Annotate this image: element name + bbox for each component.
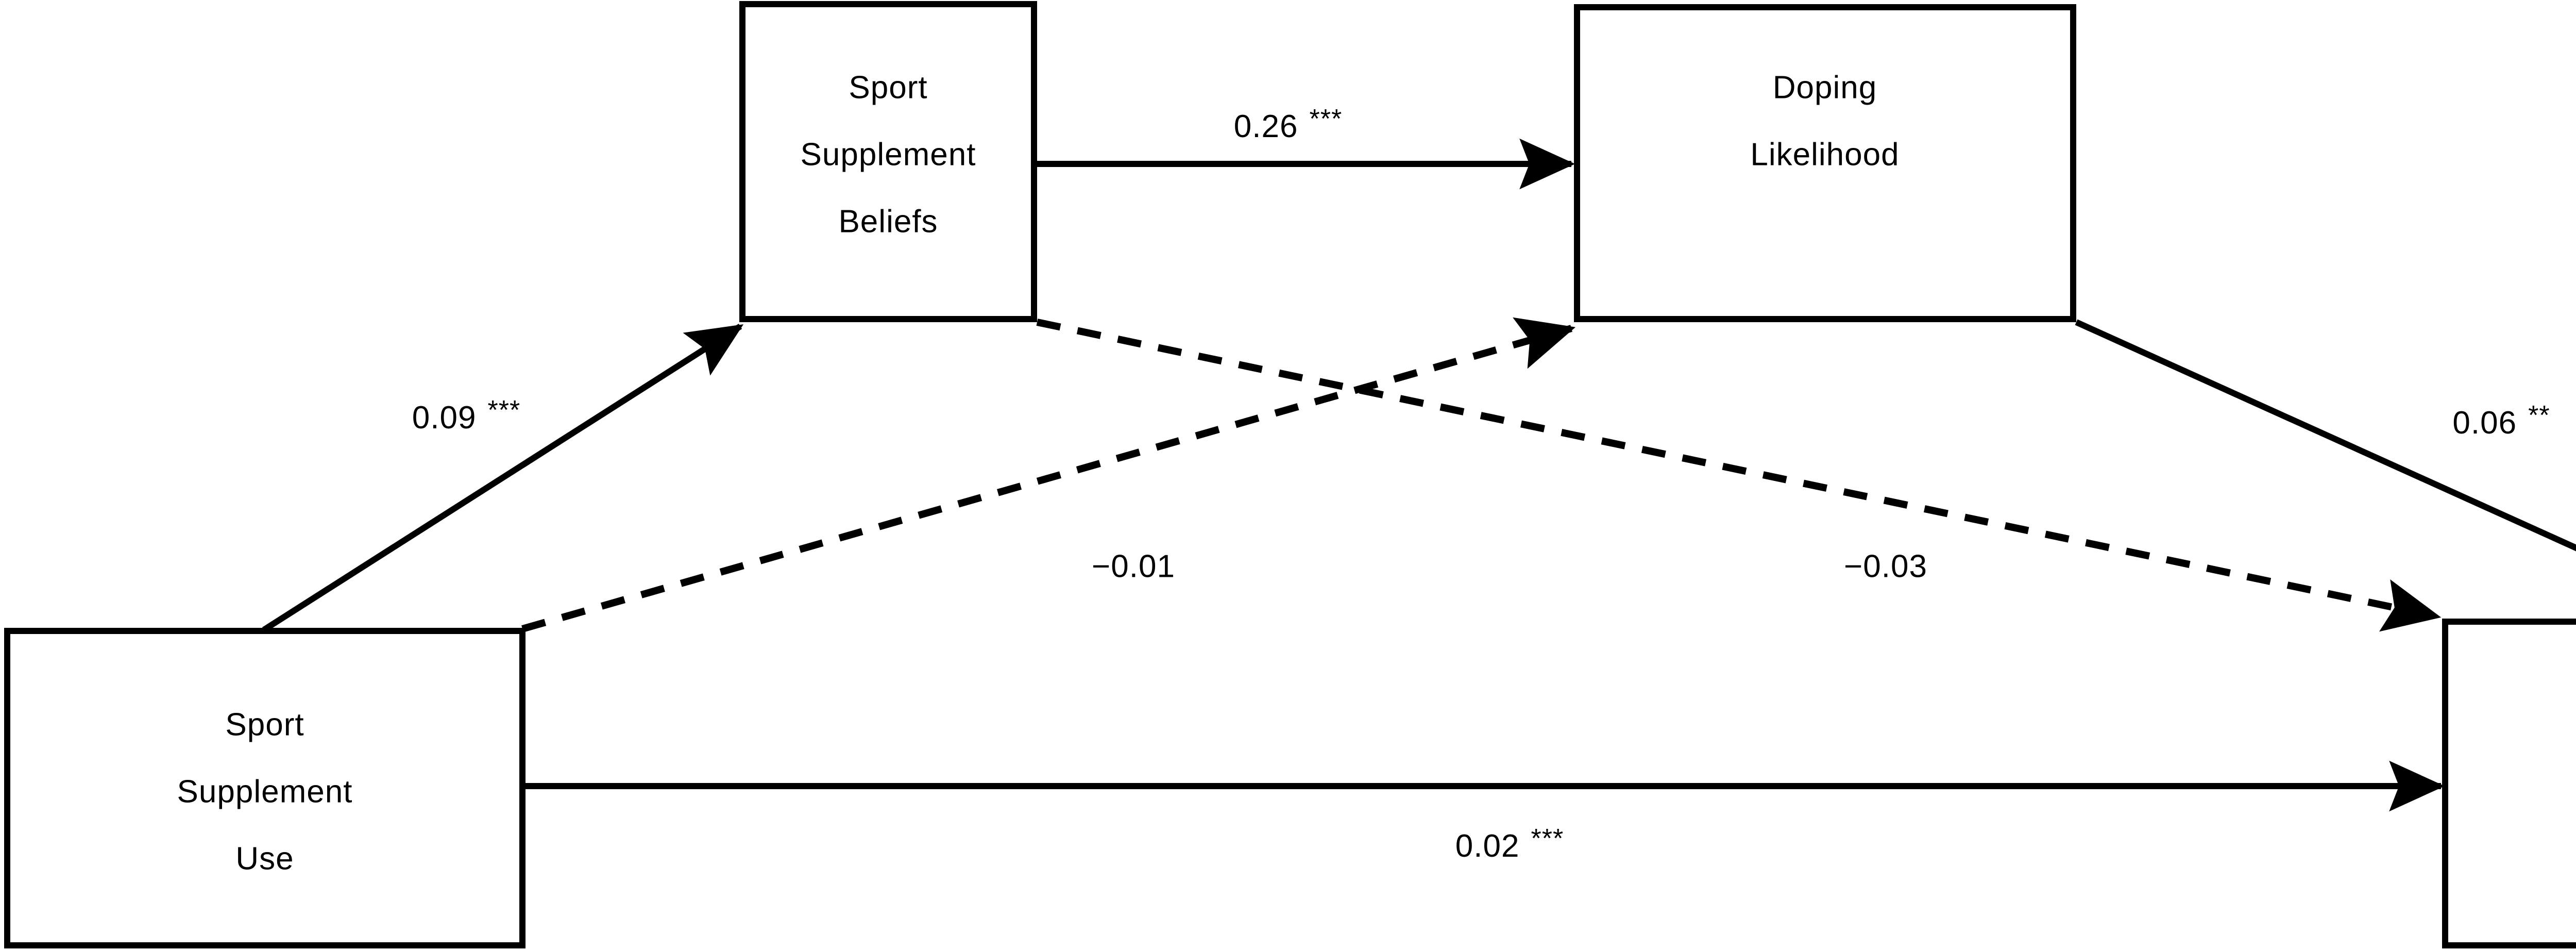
path-label-use-to-likelihood: −0.01 [1092,548,1175,584]
node-label-line: Supplement [801,137,976,172]
coefficient-value: 0.06 [2452,405,2517,441]
node-box-sport-supplement-use [4,628,526,948]
node-label-line: Likelihood [1750,137,1899,172]
path-label-use-to-beliefs: 0.09 *** [412,395,520,436]
svg-text:0.26***: 0.26 *** [1234,104,1342,145]
svg-text:0.02***: 0.02 *** [1455,824,1564,864]
path-arrow-likelihood-to-doping-use [2075,319,2576,552]
node-label-line: Doping [1773,70,1877,105]
node-label-line: Supplement [177,774,353,809]
path-label-likelihood-to-doping-use: 0.06 ** [2452,401,2550,441]
svg-text:0.09***: 0.09 *** [412,395,520,436]
path-label-use-to-doping-use-direct: 0.02 *** [1455,824,1564,864]
significance-stars: ** [2528,401,2550,430]
node-label-line: Sport [849,70,927,105]
node-label-line: Beliefs [838,204,938,239]
path-label-beliefs-to-likelihood: 0.26 *** [1234,104,1342,145]
node-box-sport-supplement-beliefs [739,1,1037,322]
node-label-line: Use [235,841,294,876]
coefficient-value: 0.09 [412,400,477,436]
significance-stars: *** [487,395,520,425]
node-doping-use[interactable]: Doping Use [2442,619,2576,948]
path-arrow-use-to-likelihood [521,317,1576,632]
node-sport-supplement-beliefs[interactable]: Sport Supplement Beliefs [739,1,1037,322]
node-box-doping-likelihood [1574,4,2076,322]
coefficient-value: 0.26 [1234,109,1298,144]
node-box-doping-use [2442,619,2576,948]
path-arrow-use-to-beliefs [262,323,744,633]
node-label-line: Sport [225,707,304,742]
node-sport-supplement-use[interactable]: Sport Supplement Use [4,628,526,948]
significance-stars: *** [1309,104,1342,134]
path-label-beliefs-to-doping-use: −0.03 [1844,548,1927,584]
coefficient-value: 0.02 [1455,828,1520,864]
path-arrow-beliefs-to-doping-use [1036,319,2442,632]
node-doping-likelihood[interactable]: Doping Likelihood [1574,4,2076,322]
svg-text:0.06**: 0.06 ** [2452,401,2550,441]
significance-stars: *** [1531,824,1564,854]
